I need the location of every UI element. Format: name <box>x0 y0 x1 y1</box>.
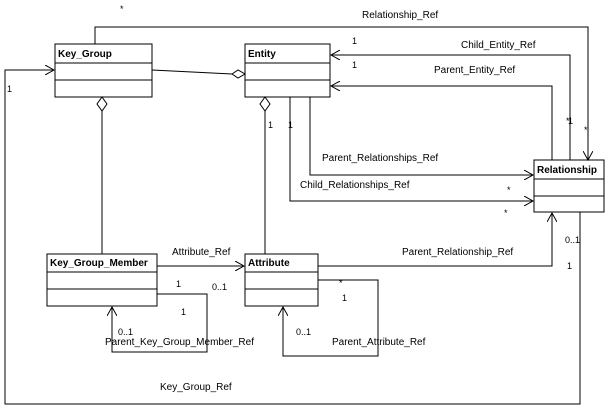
mult-parent-entity-ref: 1 <box>352 60 357 70</box>
class-entity[interactable]: Entity <box>244 43 331 98</box>
label-parent-attribute-ref: Parent_Attribute_Ref <box>332 337 426 348</box>
aggregation-diamond-icon <box>231 69 247 79</box>
edge-key-group-ref: Key_Group_Ref 1 1 <box>4 70 581 405</box>
edge-child-relationships-ref: Child_Relationships_Ref * * <box>289 97 533 218</box>
label-relationship-ref: Relationship_Ref <box>362 10 438 21</box>
edge-keygroup-entity <box>151 69 247 79</box>
mult-parent-attribute-ref-one: 1 <box>342 293 347 303</box>
edge-child-entity-ref: Child_Entity_Ref 1 * <box>331 36 571 160</box>
edge-entity-attribute: 1 <box>259 96 273 254</box>
mult-relationship-ref-source: * <box>120 4 124 14</box>
mult-key-group-ref-source: 1 <box>568 116 573 126</box>
mult-child-relationships-ref-b: * <box>504 208 508 218</box>
mult-parent-relationship-ref-target: 0..1 <box>565 235 580 245</box>
class-relationship-name: Relationship <box>537 165 597 176</box>
class-attribute-name: Attribute <box>248 258 290 269</box>
mult-pkgm-target: 0..1 <box>118 327 133 337</box>
mult-attribute-ref: 0..1 <box>212 282 227 292</box>
label-parent-key-group-member-ref: Parent_Key_Group_Member_Ref <box>105 337 254 348</box>
class-key-group[interactable]: Key_Group <box>54 43 153 98</box>
label-child-relationships-ref: Child_Relationships_Ref <box>300 180 410 191</box>
mult-parent-attribute-ref-target: 0..1 <box>296 327 311 337</box>
edge-parent-key-group-member-ref: Parent_Key_Group_Member_Ref 1 1 0..1 <box>105 279 254 353</box>
mult-parent-relationship-ref-source: 1 <box>567 261 572 271</box>
class-relationship[interactable]: Relationship <box>533 159 605 213</box>
mult-child-entity-ref-source: * <box>566 116 570 126</box>
mult-pkgm-source-b: 1 <box>181 307 186 317</box>
edge-relationship-ref: Relationship_Ref * * <box>94 4 588 160</box>
class-entity-name: Entity <box>248 49 276 60</box>
label-child-entity-ref: Child_Entity_Ref <box>461 40 536 51</box>
class-key-group-member[interactable]: Key_Group_Member <box>46 253 158 307</box>
class-key-group-member-name: Key_Group_Member <box>50 258 148 269</box>
class-key-group-name: Key_Group <box>58 49 112 60</box>
edge-attribute-ref: Attribute_Ref 0..1 <box>157 247 244 292</box>
edge-keygroup-member <box>96 96 108 254</box>
edge-parent-attribute-ref: Parent_Attribute_Ref * 1 0..1 <box>283 278 426 357</box>
label-parent-entity-ref: Parent_Entity_Ref <box>434 65 515 76</box>
label-parent-relationships-ref: Parent_Relationships_Ref <box>322 153 438 164</box>
mult-relationship-ref-target: * <box>584 125 588 135</box>
mult-parent-attribute-ref-many: * <box>339 278 343 288</box>
mult-child-entity-ref: 1 <box>352 36 357 46</box>
label-attribute-ref: Attribute_Ref <box>172 247 231 258</box>
mult-entity-attribute: 1 <box>268 120 273 130</box>
mult-key-group-ref: 1 <box>7 84 12 94</box>
edge-parent-relationship-ref: Parent_Relationship_Ref 0..1 1 <box>318 213 580 271</box>
edge-parent-relationships-ref: Parent_Relationships_Ref 1 <box>288 97 533 175</box>
label-parent-relationship-ref: Parent_Relationship_Ref <box>402 247 513 258</box>
edge-parent-entity-ref: Parent_Entity_Ref 1 <box>331 60 553 160</box>
aggregation-diamond-icon <box>96 96 108 112</box>
class-attribute[interactable]: Attribute <box>244 253 319 307</box>
aggregation-diamond-icon <box>259 96 271 112</box>
label-key-group-ref: Key_Group_Ref <box>160 382 232 393</box>
mult-parent-relationships-ref: 1 <box>288 120 293 130</box>
mult-pkgm-source-a: 1 <box>176 279 181 289</box>
mult-child-relationships-ref-a: * <box>507 185 511 195</box>
